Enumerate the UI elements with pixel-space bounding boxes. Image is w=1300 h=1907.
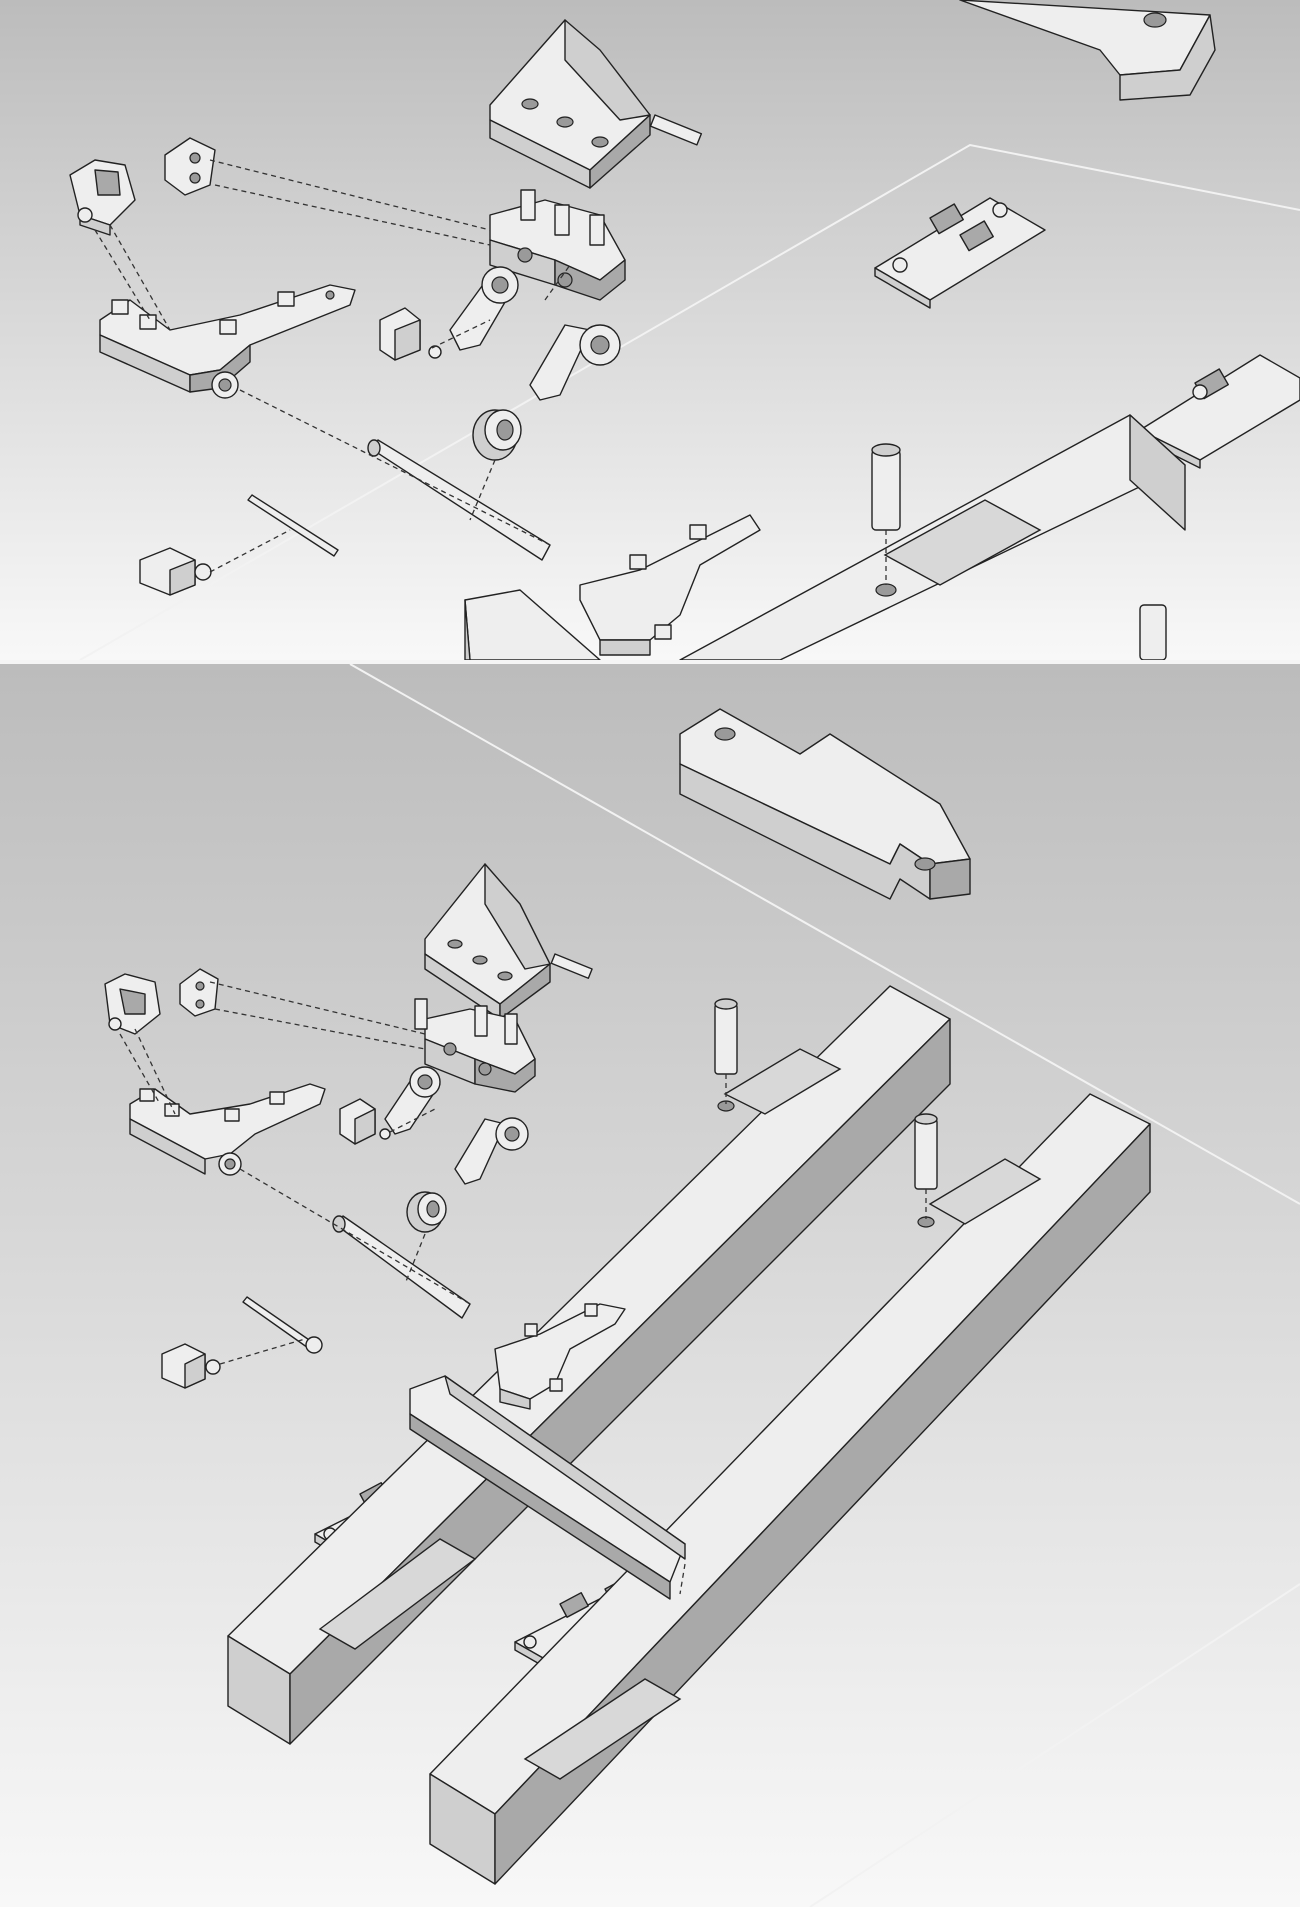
bushing	[472, 409, 522, 461]
locating-pin-top	[871, 443, 901, 597]
clamp-arm-right	[454, 1117, 529, 1185]
locating-arm-left	[99, 284, 356, 399]
v-block	[489, 19, 703, 189]
short-pin	[247, 494, 339, 557]
clamp-block	[339, 1098, 391, 1145]
v-block	[424, 863, 593, 1020]
exploded-view-top	[0, 0, 1300, 660]
clamp-arm-left	[384, 1066, 441, 1135]
locating-arm-bottom	[579, 514, 761, 656]
drawing-top	[0, 0, 1300, 660]
bushing	[406, 1191, 447, 1233]
locating-arm-bottom	[494, 1303, 626, 1410]
bracket-plate	[164, 137, 216, 196]
cross-v-beam	[409, 1375, 686, 1600]
drawing-bottom	[0, 664, 1300, 1907]
ground-plane-edge-1	[349, 664, 1300, 1205]
view-divider	[0, 660, 1300, 664]
v-block-partial	[464, 589, 601, 660]
clamp-arm-right	[529, 324, 621, 401]
clamp-pad	[69, 159, 136, 236]
exploded-view-bottom	[0, 664, 1300, 1907]
pivot-bracket	[414, 998, 536, 1093]
end-block	[139, 547, 212, 596]
base-plate-top-1	[874, 197, 1046, 309]
clamp-pad	[104, 973, 161, 1035]
locating-pin-bottom-2	[914, 1113, 938, 1228]
locating-arm-left	[129, 1083, 326, 1176]
pivot-bracket	[489, 189, 626, 301]
assembly-lines-top	[94, 159, 887, 585]
main-beam-2	[429, 1093, 1151, 1885]
end-block	[161, 1343, 221, 1389]
rail-bar-bottom	[679, 708, 971, 900]
rail-bar-top-right	[959, 0, 1216, 101]
assembly-lines-bottom	[119, 981, 927, 1595]
locating-pin-top-2	[1139, 604, 1167, 660]
ground-plane-edge	[79, 143, 1300, 660]
main-beam-top	[679, 414, 1186, 660]
ground-plane-edge-2	[809, 1583, 1300, 1907]
short-pin	[242, 1296, 323, 1354]
